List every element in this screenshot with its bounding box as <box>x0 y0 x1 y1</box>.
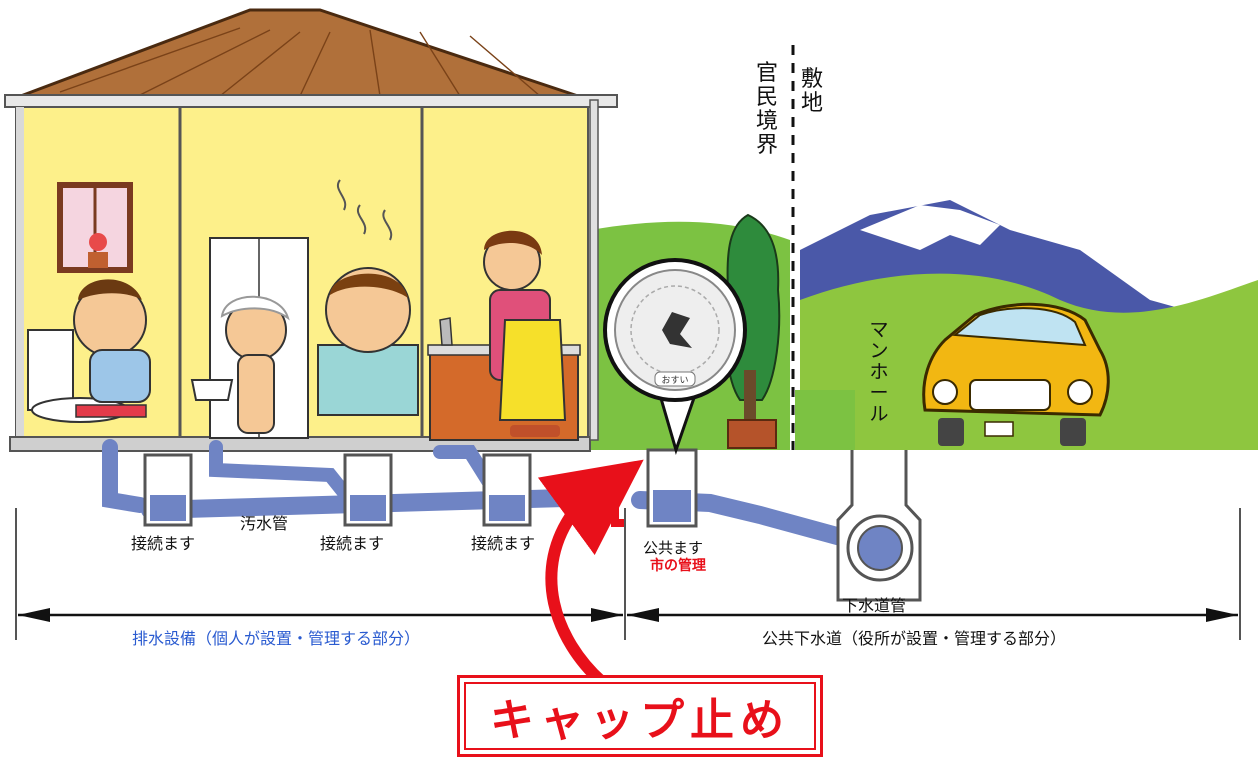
boundary-label-left: 官民境界 <box>755 61 778 158</box>
cap-mark <box>611 483 625 527</box>
sewer-main-label: 下水道管 <box>842 596 907 615</box>
bath-room <box>190 179 419 439</box>
car <box>922 302 1110 446</box>
connection-box-label-3: 接続ます <box>471 534 536 553</box>
public-box-note: 市の管理 <box>650 558 706 574</box>
kitchen <box>427 230 581 441</box>
connection-box-label-2: 接続ます <box>320 534 385 553</box>
manhole-label: マンホール <box>869 319 889 425</box>
connection-box-label-1: 接続ます <box>131 534 196 553</box>
manhole-shaft <box>836 450 922 602</box>
cover-text: おすい <box>661 375 688 386</box>
cap-callout-box: キャップ止め <box>457 675 823 757</box>
private-section-label: 排水設備（個人が設置・管理する部分） <box>132 629 421 648</box>
boundary-label-right: 敷地 <box>800 67 823 116</box>
public-box-label: 公共ます <box>643 539 704 557</box>
connection-box-3 <box>482 453 532 527</box>
connection-box-2 <box>343 453 393 527</box>
manhole-cover-callout: おすい <box>603 258 747 455</box>
connection-box-1 <box>143 453 193 527</box>
cap-callout-inner: キャップ止め <box>464 682 816 750</box>
public-section-label: 公共下水道（役所が設置・管理する部分） <box>762 629 1067 648</box>
cap-callout-title: キャップ止め <box>490 695 790 746</box>
sewage-pipe-label: 汚水管 <box>240 514 289 533</box>
public-box <box>646 448 698 528</box>
callout-arrow <box>537 459 644 688</box>
dimension-lines <box>15 508 1241 640</box>
toilet-room <box>27 182 151 423</box>
